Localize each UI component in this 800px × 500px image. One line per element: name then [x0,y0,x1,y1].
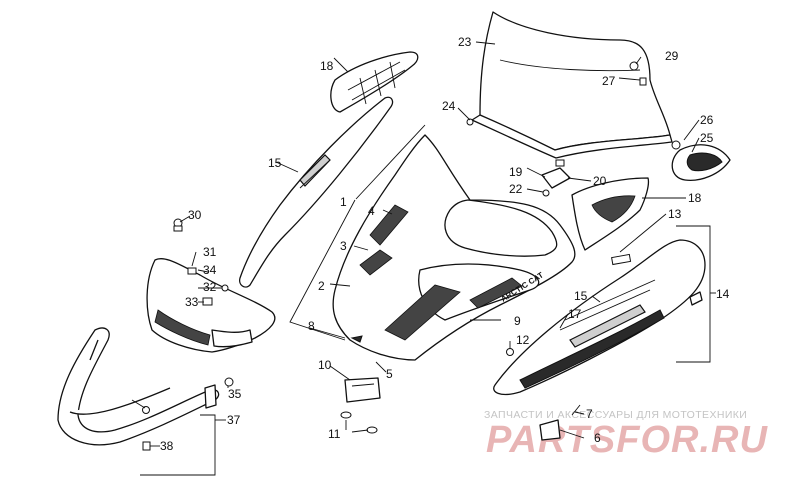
callout-35: 37 [227,413,241,427]
callout-6: 6 [594,431,601,445]
callout-37: 38 [160,439,174,453]
callout-7: 7 [586,407,593,421]
callout-10: 10 [318,358,332,372]
callout-11: 11 [328,427,341,441]
leader-lines [131,41,716,476]
callout-21: 22 [509,182,523,196]
callout-34: 35 [228,387,242,401]
callout-labels: 18 15 23 24 29 27 26 25 19 22 20 18 13 1… [160,35,730,453]
upper-bracket-part [330,51,419,113]
callout-3: 3 [340,239,347,253]
callout-9: 9 [514,314,521,328]
callout-4: 4 [368,204,375,218]
right-vent-part [571,177,650,251]
callout-27: 29 [665,49,679,63]
callout-31: 32 [203,280,217,294]
screw-29 [173,218,183,232]
clip-part-6 [539,404,581,441]
nose-assembly-part [146,258,276,387]
windshield-part [471,11,673,159]
callout-17: 17 [568,307,582,321]
right-side-panel-part [493,239,706,396]
watermark-subtitle: ЗАПЧАСТИ И АКСЕССУАРЫ ДЛЯ МОТОТЕХНИКИ [484,409,747,421]
callout-12: 12 [516,333,530,347]
callout-15-left: 15 [268,156,282,170]
callout-20: 20 [593,174,607,188]
watermark: ЗАПЧАСТИ И АКСЕССУАРЫ ДЛЯ МОТОТЕХНИКИ PA… [484,409,768,461]
callout-32: 33 [185,295,199,309]
watermark-logo: PARTSFOR.RU [486,419,768,461]
callout-22: 23 [458,35,472,49]
callout-15-right: 15 [574,289,588,303]
callout-33: 34 [203,263,217,277]
callout-23: 24 [442,99,456,113]
callout-5: 5 [386,367,393,381]
callout-25: 26 [700,113,714,127]
hood-part: ARCTIC CAT [332,134,576,361]
windshield-bracket [541,159,571,197]
mirror-screw-icon [671,140,681,150]
fastener-23 [466,118,474,126]
callout-18-right: 18 [688,191,702,205]
callout-19: 19 [509,165,523,179]
callout-13: 13 [668,207,682,221]
hinge-bracket-part [340,377,381,434]
callout-1: 1 [340,195,347,209]
callout-26: 27 [602,74,616,88]
callout-18-upper: 18 [320,59,334,73]
callout-14: 14 [716,287,730,301]
mirror-part [671,140,731,181]
callout-8: 8 [308,319,315,333]
bumper-part [57,327,220,451]
fastener-12 [506,348,514,356]
callout-24: 25 [700,131,714,145]
callout-29: 30 [188,208,202,222]
side-clip-part [611,253,632,266]
callout-30: 31 [203,245,217,259]
callout-2: 2 [318,279,325,293]
left-side-panel-part [239,96,394,288]
